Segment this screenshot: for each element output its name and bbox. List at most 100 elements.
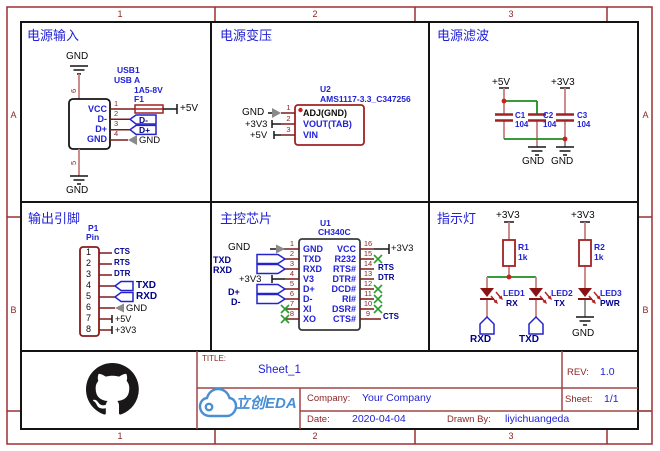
usb-value[interactable]: USB A (114, 75, 141, 85)
capacitor-c3[interactable] (556, 113, 574, 122)
date-value[interactable]: 2020-04-04 (352, 413, 406, 425)
u1-ref[interactable]: U1 (320, 218, 331, 228)
gnd-flag[interactable] (115, 303, 124, 313)
net-label-gnd[interactable]: GND (572, 328, 595, 339)
led2-symbol[interactable] (529, 288, 552, 304)
net-label-gnd[interactable]: GND (139, 134, 161, 146)
net-flag-rxd-up[interactable] (479, 315, 495, 335)
c3-ref[interactable]: C3 (577, 111, 588, 120)
net-label-gnd[interactable]: GND (228, 242, 251, 253)
net-label-dtr[interactable]: DTR (378, 272, 395, 282)
gnd-flag[interactable] (268, 108, 281, 118)
net-label-3v3[interactable]: +3V3 (551, 77, 575, 88)
p1-value[interactable]: Pin (86, 232, 100, 242)
r1-ref[interactable]: R1 (518, 242, 529, 252)
fuse-symbol[interactable] (127, 104, 164, 114)
c2-ref[interactable]: C2 (543, 111, 554, 120)
net-label-rxd[interactable]: RXD (213, 264, 233, 275)
capacitor-c2[interactable] (528, 113, 546, 122)
gnd-symbol[interactable] (576, 316, 594, 326)
net-label-rts[interactable]: RTS (378, 262, 394, 272)
led3-symbol[interactable] (578, 288, 601, 304)
net-label-gnd[interactable]: GND (66, 185, 89, 196)
u1-value[interactable]: CH340C (318, 227, 351, 237)
net-flag-dm[interactable] (256, 293, 287, 305)
net-flag-txd-up[interactable] (528, 315, 544, 335)
gnd-symbol[interactable] (528, 146, 546, 156)
led2-ref[interactable]: LED2 (551, 288, 573, 298)
header-p1-symbol[interactable] (79, 246, 115, 337)
net-label-3v3[interactable]: +3V3 (571, 210, 595, 221)
led3-value[interactable]: PWR (600, 298, 620, 308)
u2-ref[interactable]: U2 (320, 84, 331, 94)
net-label-txd[interactable]: TXD (213, 254, 231, 265)
gnd-flag[interactable] (128, 135, 137, 145)
net-label-dp[interactable]: D+ (139, 125, 151, 135)
net-flag-txd[interactable] (113, 280, 134, 292)
net-label-3v3[interactable]: +3V3 (239, 274, 262, 285)
net-label-txd[interactable]: TXD (519, 334, 539, 345)
fuse-value[interactable]: 1A5-8V (134, 85, 163, 95)
gnd-flag[interactable] (270, 244, 285, 254)
net-label-rts[interactable]: RTS (114, 258, 130, 267)
p1-ref[interactable]: P1 (88, 223, 99, 233)
u2-value[interactable]: AMS1117-3.3_C347256 (320, 93, 411, 104)
net-label-5v[interactable]: +5V (115, 313, 132, 324)
led1-value[interactable]: RX (506, 298, 518, 308)
net-label-cts[interactable]: CTS (114, 247, 130, 256)
gnd-symbol-top[interactable] (70, 65, 88, 75)
c1-ref[interactable]: C1 (515, 111, 526, 120)
net-flag-rxd[interactable] (113, 291, 134, 303)
net-label-dm[interactable]: D- (231, 296, 241, 307)
usb-connector-symbol[interactable] (68, 98, 130, 150)
net-flag-dp[interactable] (256, 283, 287, 295)
net-label-gnd[interactable]: GND (551, 156, 574, 167)
net-label-5v[interactable]: +5V (180, 103, 199, 114)
usb-ref[interactable]: USB1 (117, 65, 140, 75)
net-label-rxd[interactable]: RXD (136, 291, 158, 302)
c1-value[interactable]: 104 (515, 120, 529, 129)
mcu-ch340c-symbol[interactable] (285, 238, 381, 331)
net-flag-dp[interactable] (128, 124, 157, 136)
net-label-gnd[interactable]: GND (522, 156, 545, 167)
capacitor-c1[interactable] (495, 113, 513, 122)
net-flag-dm[interactable] (128, 114, 157, 125)
net-label-gnd[interactable]: GND (66, 51, 89, 62)
resistor-r1[interactable] (502, 239, 516, 267)
led1-symbol[interactable] (480, 288, 503, 304)
net-label-txd[interactable]: TXD (136, 280, 156, 291)
rev-value[interactable]: 1.0 (600, 366, 615, 378)
net-flag-rxd[interactable] (256, 263, 287, 275)
net-label-rxd[interactable]: RXD (470, 334, 492, 345)
fuse-ref[interactable]: F1 (134, 94, 144, 104)
net-label-dtr[interactable]: DTR (114, 269, 131, 278)
sheet-title[interactable]: Sheet_1 (258, 364, 301, 376)
net-label-3v3[interactable]: +3V3 (496, 210, 520, 221)
drawn-by-value[interactable]: liyichuangeda (505, 413, 570, 425)
r2-value[interactable]: 1k (594, 251, 604, 262)
net-label-5v[interactable]: +5V (250, 129, 268, 141)
net-label-3v3[interactable]: +3V3 (391, 243, 414, 254)
net-label-dp[interactable]: D+ (228, 286, 240, 297)
regulator-symbol[interactable] (281, 104, 365, 146)
led2-value[interactable]: TX (554, 298, 565, 308)
r2-ref[interactable]: R2 (594, 242, 605, 252)
net-flag-txd[interactable] (256, 253, 287, 265)
r1-value[interactable]: 1k (518, 251, 528, 262)
sheet-value[interactable]: 1/1 (604, 393, 619, 405)
net-label-3v3[interactable]: +3V3 (245, 118, 268, 130)
resistor-r2[interactable] (578, 239, 592, 267)
net-label-gnd[interactable]: GND (126, 302, 148, 314)
gnd-symbol[interactable] (556, 146, 574, 156)
gnd-symbol-bottom[interactable] (70, 175, 88, 185)
net-label-cts[interactable]: CTS (383, 311, 399, 321)
power-flag-5v[interactable] (163, 104, 178, 114)
net-label-gnd[interactable]: GND (242, 107, 265, 118)
company-value[interactable]: Your Company (362, 392, 432, 404)
led3-ref[interactable]: LED3 (600, 288, 622, 298)
net-label-dm[interactable]: D- (139, 114, 148, 125)
led1-ref[interactable]: LED1 (503, 288, 525, 298)
c2-value[interactable]: 104 (543, 120, 557, 129)
c3-value[interactable]: 104 (577, 120, 591, 129)
net-label-3v3[interactable]: +3V3 (115, 324, 137, 335)
